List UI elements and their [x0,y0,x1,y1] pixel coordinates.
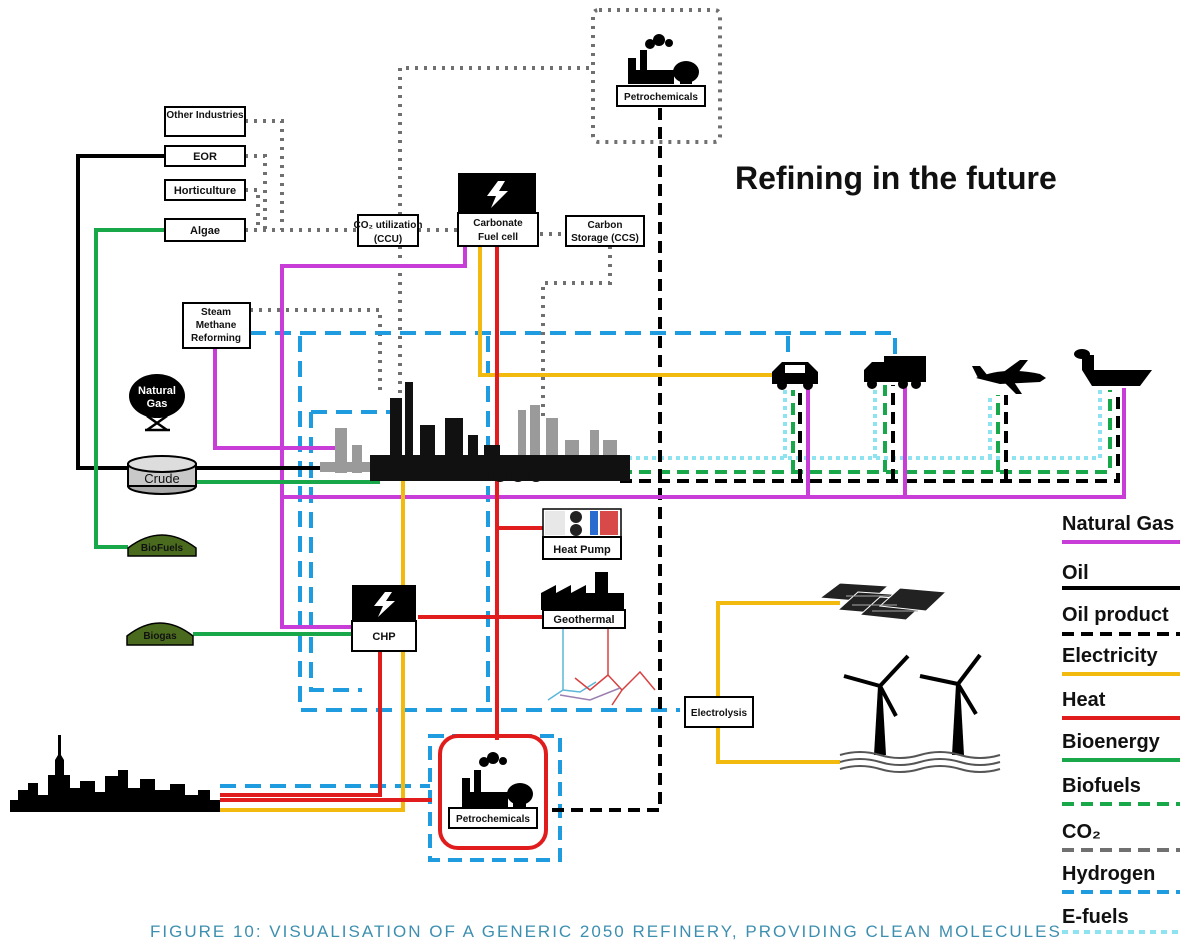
truck-icon [864,356,926,389]
ccs-label-1: Carbon [588,220,623,231]
legend-natural-gas: Natural Gas [1062,513,1175,535]
figure-caption: FIGURE 10: VISUALISATION OF A GENERIC 20… [150,922,1062,941]
efuels-flows [620,385,1102,460]
natural-gas-label-1: Natural [138,385,176,397]
legend-biofuels: Biofuels [1062,775,1141,797]
node-geothermal: Geothermal [541,572,626,629]
heat-pump-label: Heat Pump [553,544,611,556]
node-carbon-storage: Carbon Storage (CCS) [565,215,645,247]
petrochemicals-bottom-label: Petrochemicals [456,814,530,825]
node-crude: Crude [127,455,197,495]
node-other-industries: Other Industries [164,106,246,137]
other-industries-label: Other Industries [166,110,244,121]
geothermal-label: Geothermal [553,614,614,626]
legend-electricity: Electricity [1062,645,1158,667]
legend-bioenergy: Bioenergy [1062,731,1160,753]
crude-label: Crude [144,471,179,486]
horticulture-label: Horticulture [174,185,236,197]
legend-co2: CO₂ [1062,821,1101,843]
ccs-label-2: Storage (CCS) [571,233,639,244]
ship-icon [1074,349,1152,386]
smr-label-2: Methane [196,320,237,331]
electricity-flows [220,246,840,812]
node-carbonate-fuel-cell: Carbonate Fuel cell [457,173,539,247]
node-chp: CHP [351,585,417,652]
eor-label: EOR [193,151,217,163]
legend-efuels: E-fuels [1062,906,1129,928]
carbonate-label-1: Carbonate [473,218,523,229]
node-petrochemicals-bottom: Petrochemicals [438,734,548,850]
city-skyline-icon [10,735,220,812]
node-horticulture: Horticulture [164,179,246,201]
node-steam-methane-reforming: Steam Methane Reforming [182,302,251,349]
algae-label: Algae [190,225,220,237]
biofuels-label: BioFuels [141,543,184,554]
geothermal-roots [547,628,656,706]
biogas-label: Biogas [143,631,177,642]
lightning-icon [374,592,395,617]
car-icon [772,362,818,390]
node-electrolysis: Electrolysis [684,696,754,728]
petrochemicals-top-label: Petrochemicals [624,92,698,103]
node-co2-utilization: CO₂ utilization (CCU) [354,214,423,247]
refinery-silhouette [320,382,630,482]
heat-flows [220,246,543,802]
smr-label-1: Steam [201,307,231,318]
node-algae: Algae [164,218,246,242]
node-natural-gas: Natural Gas [129,374,185,432]
legend-heat: Heat [1062,689,1106,711]
carbonate-label-2: Fuel cell [478,232,518,243]
factory-icon [628,34,699,84]
airplane-icon [972,360,1046,394]
ccu-label-1: CO₂ utilization [354,220,423,231]
node-biofuels: BioFuels [127,534,197,557]
legend-oil: Oil [1062,562,1089,584]
co2-flows [245,8,722,420]
hydrogen-flows [220,331,897,862]
smr-label-3: Reforming [191,333,241,344]
legend-oil-product: Oil product [1062,604,1169,626]
node-eor: EOR [164,145,246,167]
oil-product-flows [545,108,1120,812]
natural-gas-label-2: Gas [147,398,168,410]
natural-gas-flows [213,246,1126,629]
factory-icon [462,752,533,808]
node-heat-pump: Heat Pump [542,508,622,560]
fan-icon [570,511,582,523]
wind-turbines-icon [839,653,1001,773]
solar-panels-icon [818,582,948,621]
electrolysis-label: Electrolysis [691,708,748,719]
ccu-label-2: (CCU) [374,234,402,245]
node-biogas: Biogas [126,622,194,646]
node-petrochemicals-top: Petrochemicals [616,34,706,107]
diagram-title: Refining in the future [735,160,1057,196]
lightning-icon [487,181,508,208]
legend-hydrogen: Hydrogen [1062,863,1156,885]
legend-lines [1062,540,1180,934]
factory-icon [541,572,624,610]
biofuels-flows [620,385,1112,474]
bioenergy-flows [94,228,380,636]
chp-label: CHP [372,631,395,643]
